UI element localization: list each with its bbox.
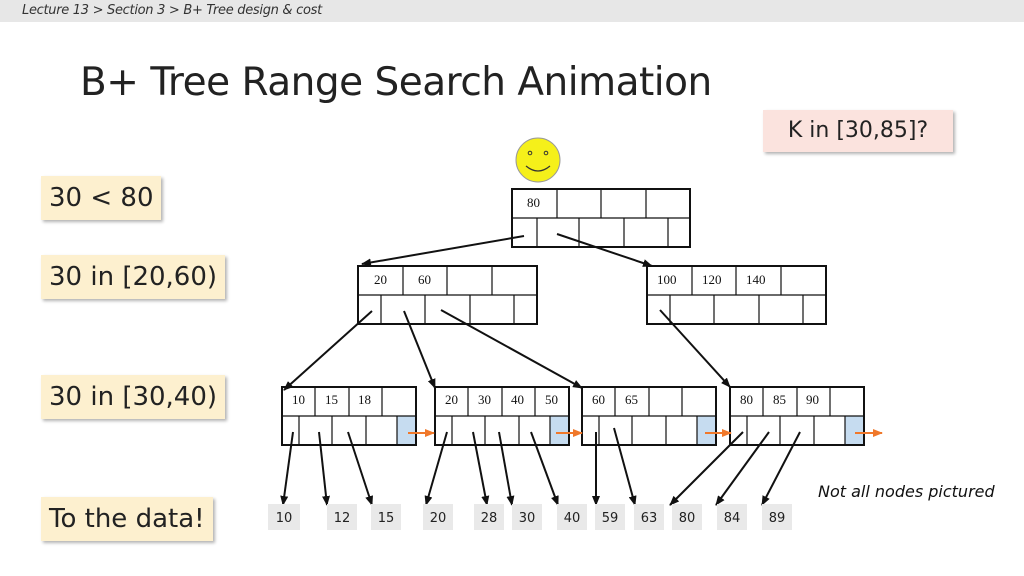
step-root-compare: 30 < 80 — [41, 176, 162, 220]
leaf-key: 50 — [545, 392, 558, 407]
data-value: 63 — [641, 511, 658, 526]
tree-pointer-arrows — [280, 233, 801, 506]
data-record — [327, 504, 357, 530]
leaf-node: 60 65 — [581, 386, 717, 446]
breadcrumb-item[interactable]: Section 3 — [107, 3, 166, 18]
leaf-node: 80 85 90 — [729, 386, 865, 446]
data-value: 10 — [276, 511, 293, 526]
data-value: 80 — [679, 511, 696, 526]
step-leaf-compare: 30 in [30,40) — [41, 375, 226, 419]
internal-key: 100 — [657, 272, 677, 287]
data-record — [672, 504, 702, 530]
data-value: 89 — [769, 511, 786, 526]
data-value: 40 — [564, 511, 581, 526]
leaf-key: 60 — [592, 392, 605, 407]
internal-node: 100 120 140 — [646, 265, 827, 325]
data-record — [268, 504, 300, 530]
slide-title: B+ Tree Range Search Animation — [80, 60, 712, 105]
leaf-key: 10 — [292, 392, 305, 407]
internal-key: 20 — [374, 272, 387, 287]
internal-key: 60 — [418, 272, 431, 287]
data-record — [512, 504, 542, 530]
data-value: 12 — [334, 511, 351, 526]
data-record — [595, 504, 625, 530]
root-node: 80 — [511, 188, 691, 248]
data-value: 15 — [378, 511, 395, 526]
leaf-key: 20 — [445, 392, 458, 407]
data-record — [634, 504, 664, 530]
smiley-face-icon — [515, 137, 561, 183]
breadcrumb-item[interactable]: B+ Tree design & cost — [183, 3, 322, 18]
data-record — [762, 504, 792, 530]
data-record — [474, 504, 504, 530]
leaf-key: 30 — [478, 392, 491, 407]
leaf-node: 20 30 40 50 — [434, 386, 570, 446]
data-record — [371, 504, 401, 530]
leaf-node: 10 15 18 — [281, 386, 417, 446]
step-to-data: To the data! — [41, 497, 213, 541]
query-box: K in [30,85]? — [763, 110, 953, 152]
leaf-key: 40 — [511, 392, 524, 407]
leaf-key: 65 — [625, 392, 638, 407]
breadcrumb-item[interactable]: Lecture 13 — [22, 3, 89, 18]
internal-key: 140 — [746, 272, 766, 287]
data-record — [717, 504, 747, 530]
step-internal-compare: 30 in [20,60) — [41, 255, 226, 299]
leaf-key: 90 — [806, 392, 819, 407]
breadcrumb: Lecture 13 > Section 3 > B+ Tree design … — [22, 3, 322, 18]
data-record — [423, 504, 453, 530]
breadcrumb-separator: > — [92, 3, 104, 18]
breadcrumb-separator: > — [168, 3, 180, 18]
data-value: 84 — [724, 511, 741, 526]
data-record — [557, 504, 587, 530]
internal-node: 20 60 — [357, 265, 538, 325]
leaf-key: 80 — [740, 392, 753, 407]
data-value: 30 — [519, 511, 536, 526]
breadcrumb-bar — [0, 0, 1024, 22]
not-all-nodes-note: Not all nodes pictured — [818, 482, 995, 501]
data-value: 20 — [430, 511, 447, 526]
data-records: 10 12 15 20 28 30 40 59 63 80 84 89 — [268, 504, 792, 530]
leaf-key: 15 — [325, 392, 338, 407]
leaf-key: 85 — [773, 392, 786, 407]
data-value: 28 — [481, 511, 498, 526]
root-key: 80 — [527, 195, 540, 210]
data-value: 59 — [602, 511, 619, 526]
internal-key: 120 — [702, 272, 722, 287]
leaf-key: 18 — [358, 392, 371, 407]
